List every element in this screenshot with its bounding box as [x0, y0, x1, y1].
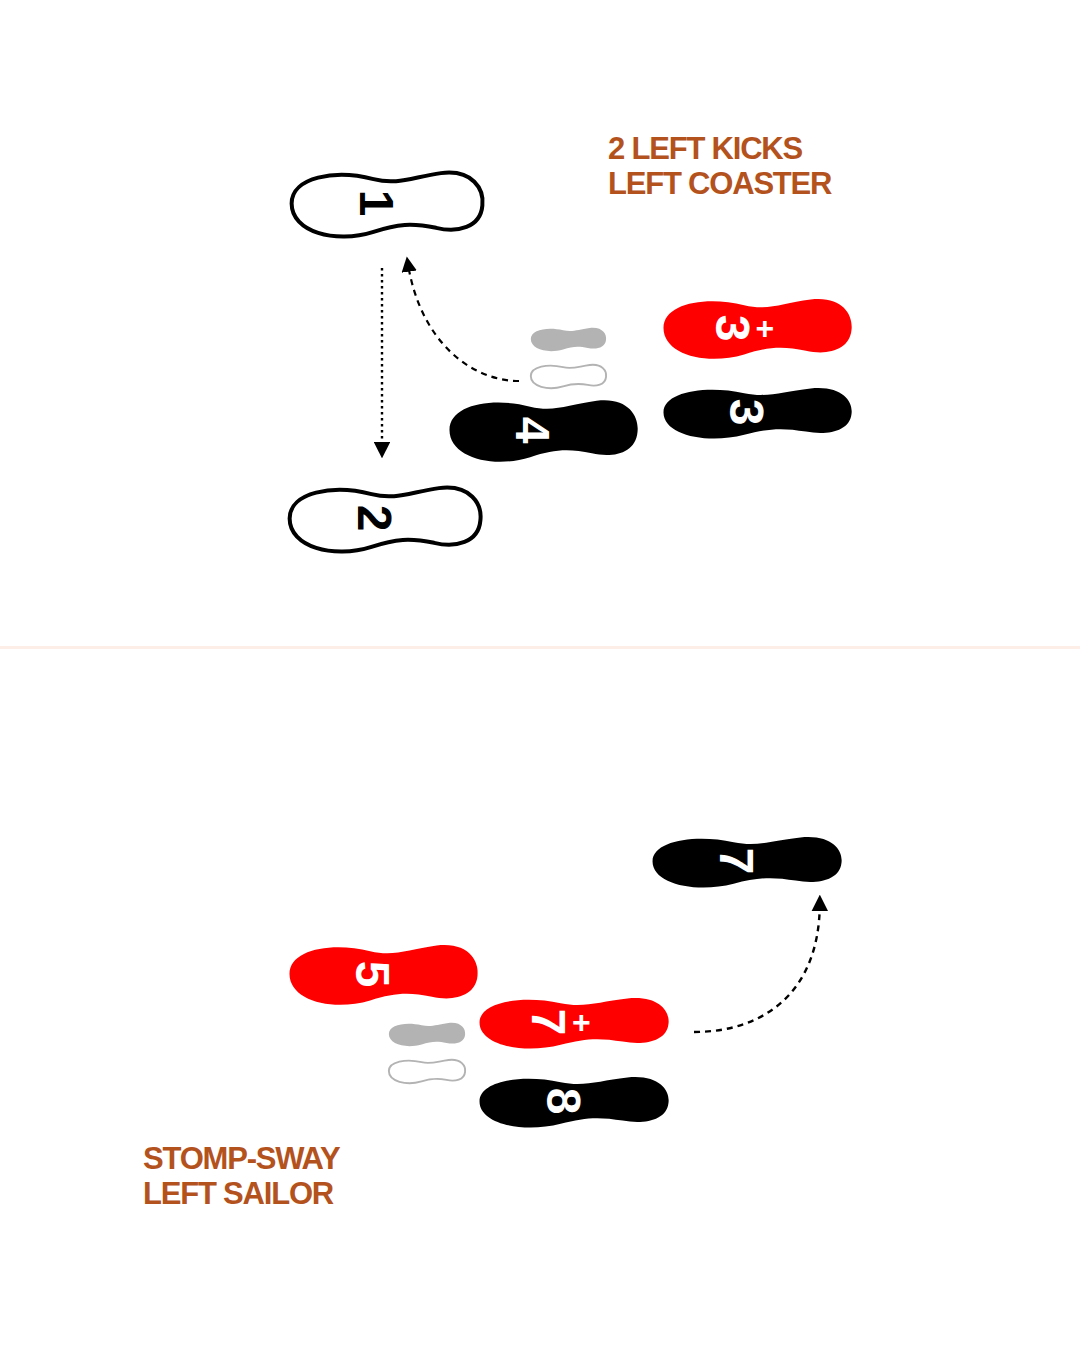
step-number: 5	[359, 950, 386, 998]
footprint-outline	[480, 1077, 669, 1128]
footprint-outline	[480, 998, 669, 1049]
step-number: 4	[519, 406, 546, 454]
step-number: 1	[363, 179, 390, 227]
footprint-outline	[663, 388, 851, 439]
step-number: 3	[733, 388, 760, 436]
step-heading: STOMP-SWAY	[143, 1143, 339, 1174]
step-number: 8	[550, 1077, 577, 1125]
step-heading: 2 LEFT KICKS	[608, 133, 802, 164]
footprint-outline	[289, 945, 477, 1005]
footprint: 1	[282, 165, 492, 241]
divider	[0, 646, 1080, 649]
step-number: 7	[723, 837, 750, 885]
footprint: 7+	[470, 992, 678, 1052]
swing-arrow	[408, 264, 519, 381]
footprint: 8	[470, 1071, 678, 1131]
footprint: 4	[440, 393, 647, 466]
ghost-foot-outline	[389, 1060, 465, 1083]
footprint: 3	[654, 382, 861, 442]
step-arrow	[381, 268, 383, 450]
footprint: 2	[280, 480, 490, 556]
footprint-outline	[653, 837, 842, 888]
ghost-foot	[531, 328, 606, 351]
ghost-foot	[389, 1023, 465, 1046]
footprint-outline	[290, 488, 481, 552]
footprint: 3+	[654, 292, 861, 363]
step-heading: LEFT SAILOR	[143, 1178, 333, 1209]
step-number: 7+	[535, 998, 590, 1046]
step-heading: LEFT COASTER	[608, 168, 831, 199]
step-number: 2	[361, 494, 388, 542]
footprint-outline	[449, 400, 637, 461]
ghost-foot-outline	[531, 365, 606, 388]
footprint-outline	[663, 299, 851, 359]
step-number: 3+	[719, 304, 774, 352]
step-arrow	[694, 903, 820, 1032]
footprint: 5	[280, 938, 487, 1009]
footprint: 7	[643, 831, 851, 891]
footprint-outline	[292, 173, 483, 237]
